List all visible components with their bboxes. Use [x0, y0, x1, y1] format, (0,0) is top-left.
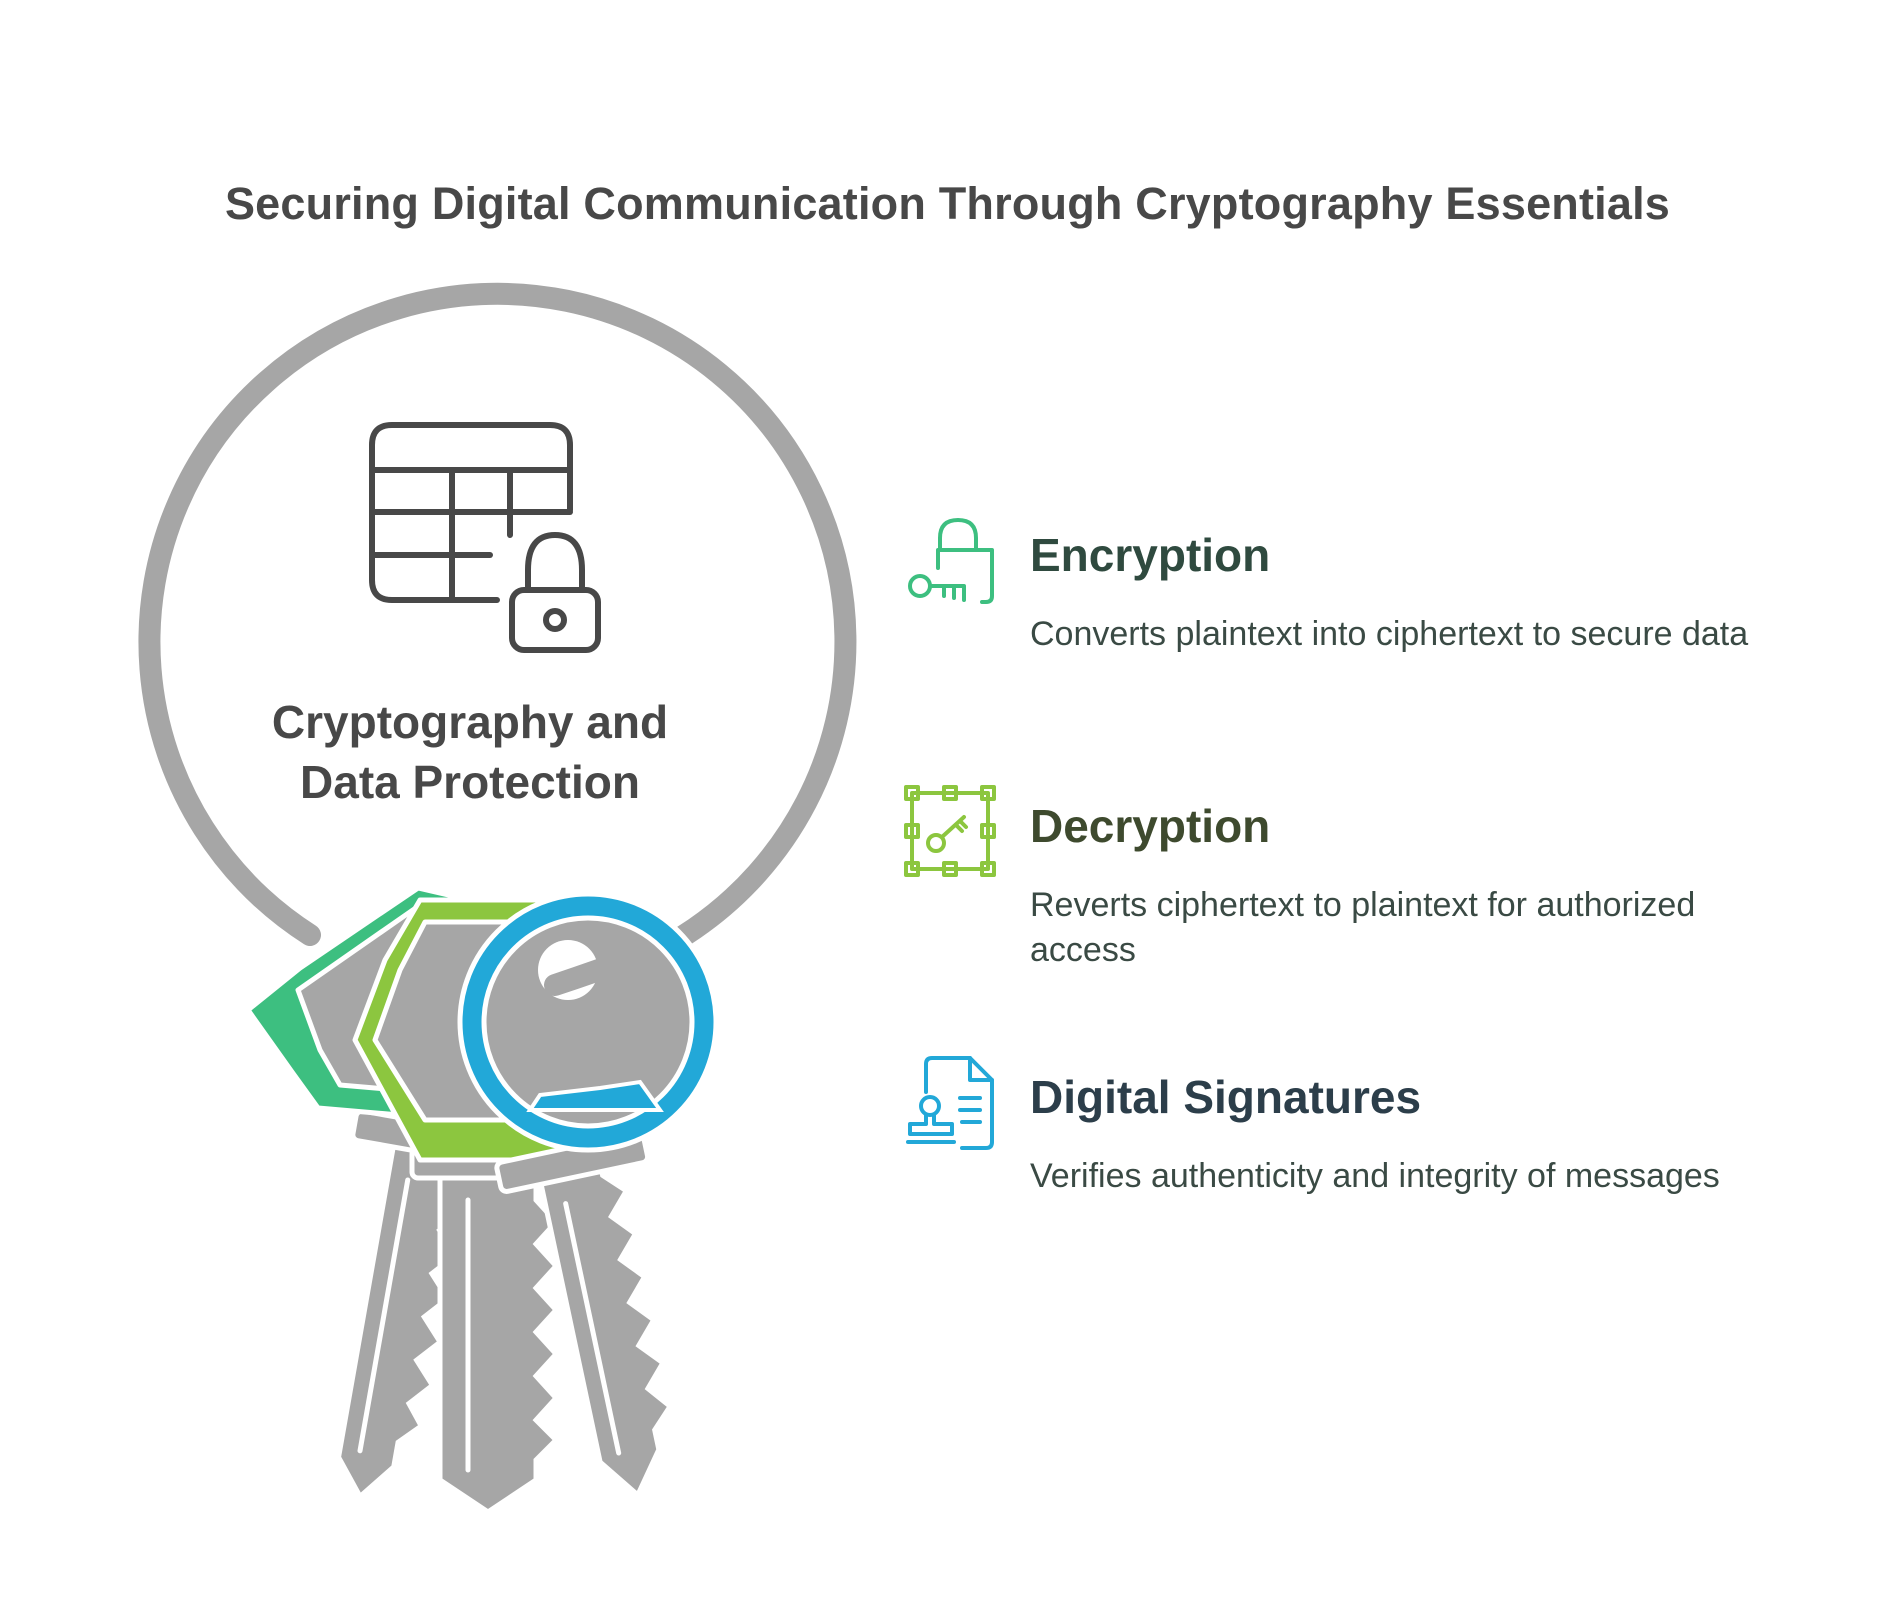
item-title: Decryption: [1030, 800, 1271, 852]
item-title: Encryption: [1030, 529, 1271, 581]
diagram-title: Securing Digital Communication Through C…: [224, 178, 1671, 229]
center-label: Cryptography and Data Protection: [240, 692, 700, 812]
key-ring: [138, 282, 857, 996]
center-label-line1: Cryptography and: [271, 696, 669, 748]
table-lock-icon: [369, 422, 601, 653]
center-label-line2: Data Protection: [300, 756, 640, 808]
key-blue: [457, 891, 719, 1500]
padlock-key-icon: [908, 518, 994, 604]
key-frame-icon: [904, 785, 996, 877]
item-description: Reverts ciphertext to plaintext for auth…: [1030, 886, 1696, 969]
item-description: Verifies authenticity and integrity of m…: [1030, 1157, 1720, 1195]
item-description: Converts plaintext into ciphertext to se…: [1030, 615, 1749, 653]
item-title: Digital Signatures: [1030, 1071, 1422, 1123]
stamp-document-icon: [906, 1056, 994, 1150]
